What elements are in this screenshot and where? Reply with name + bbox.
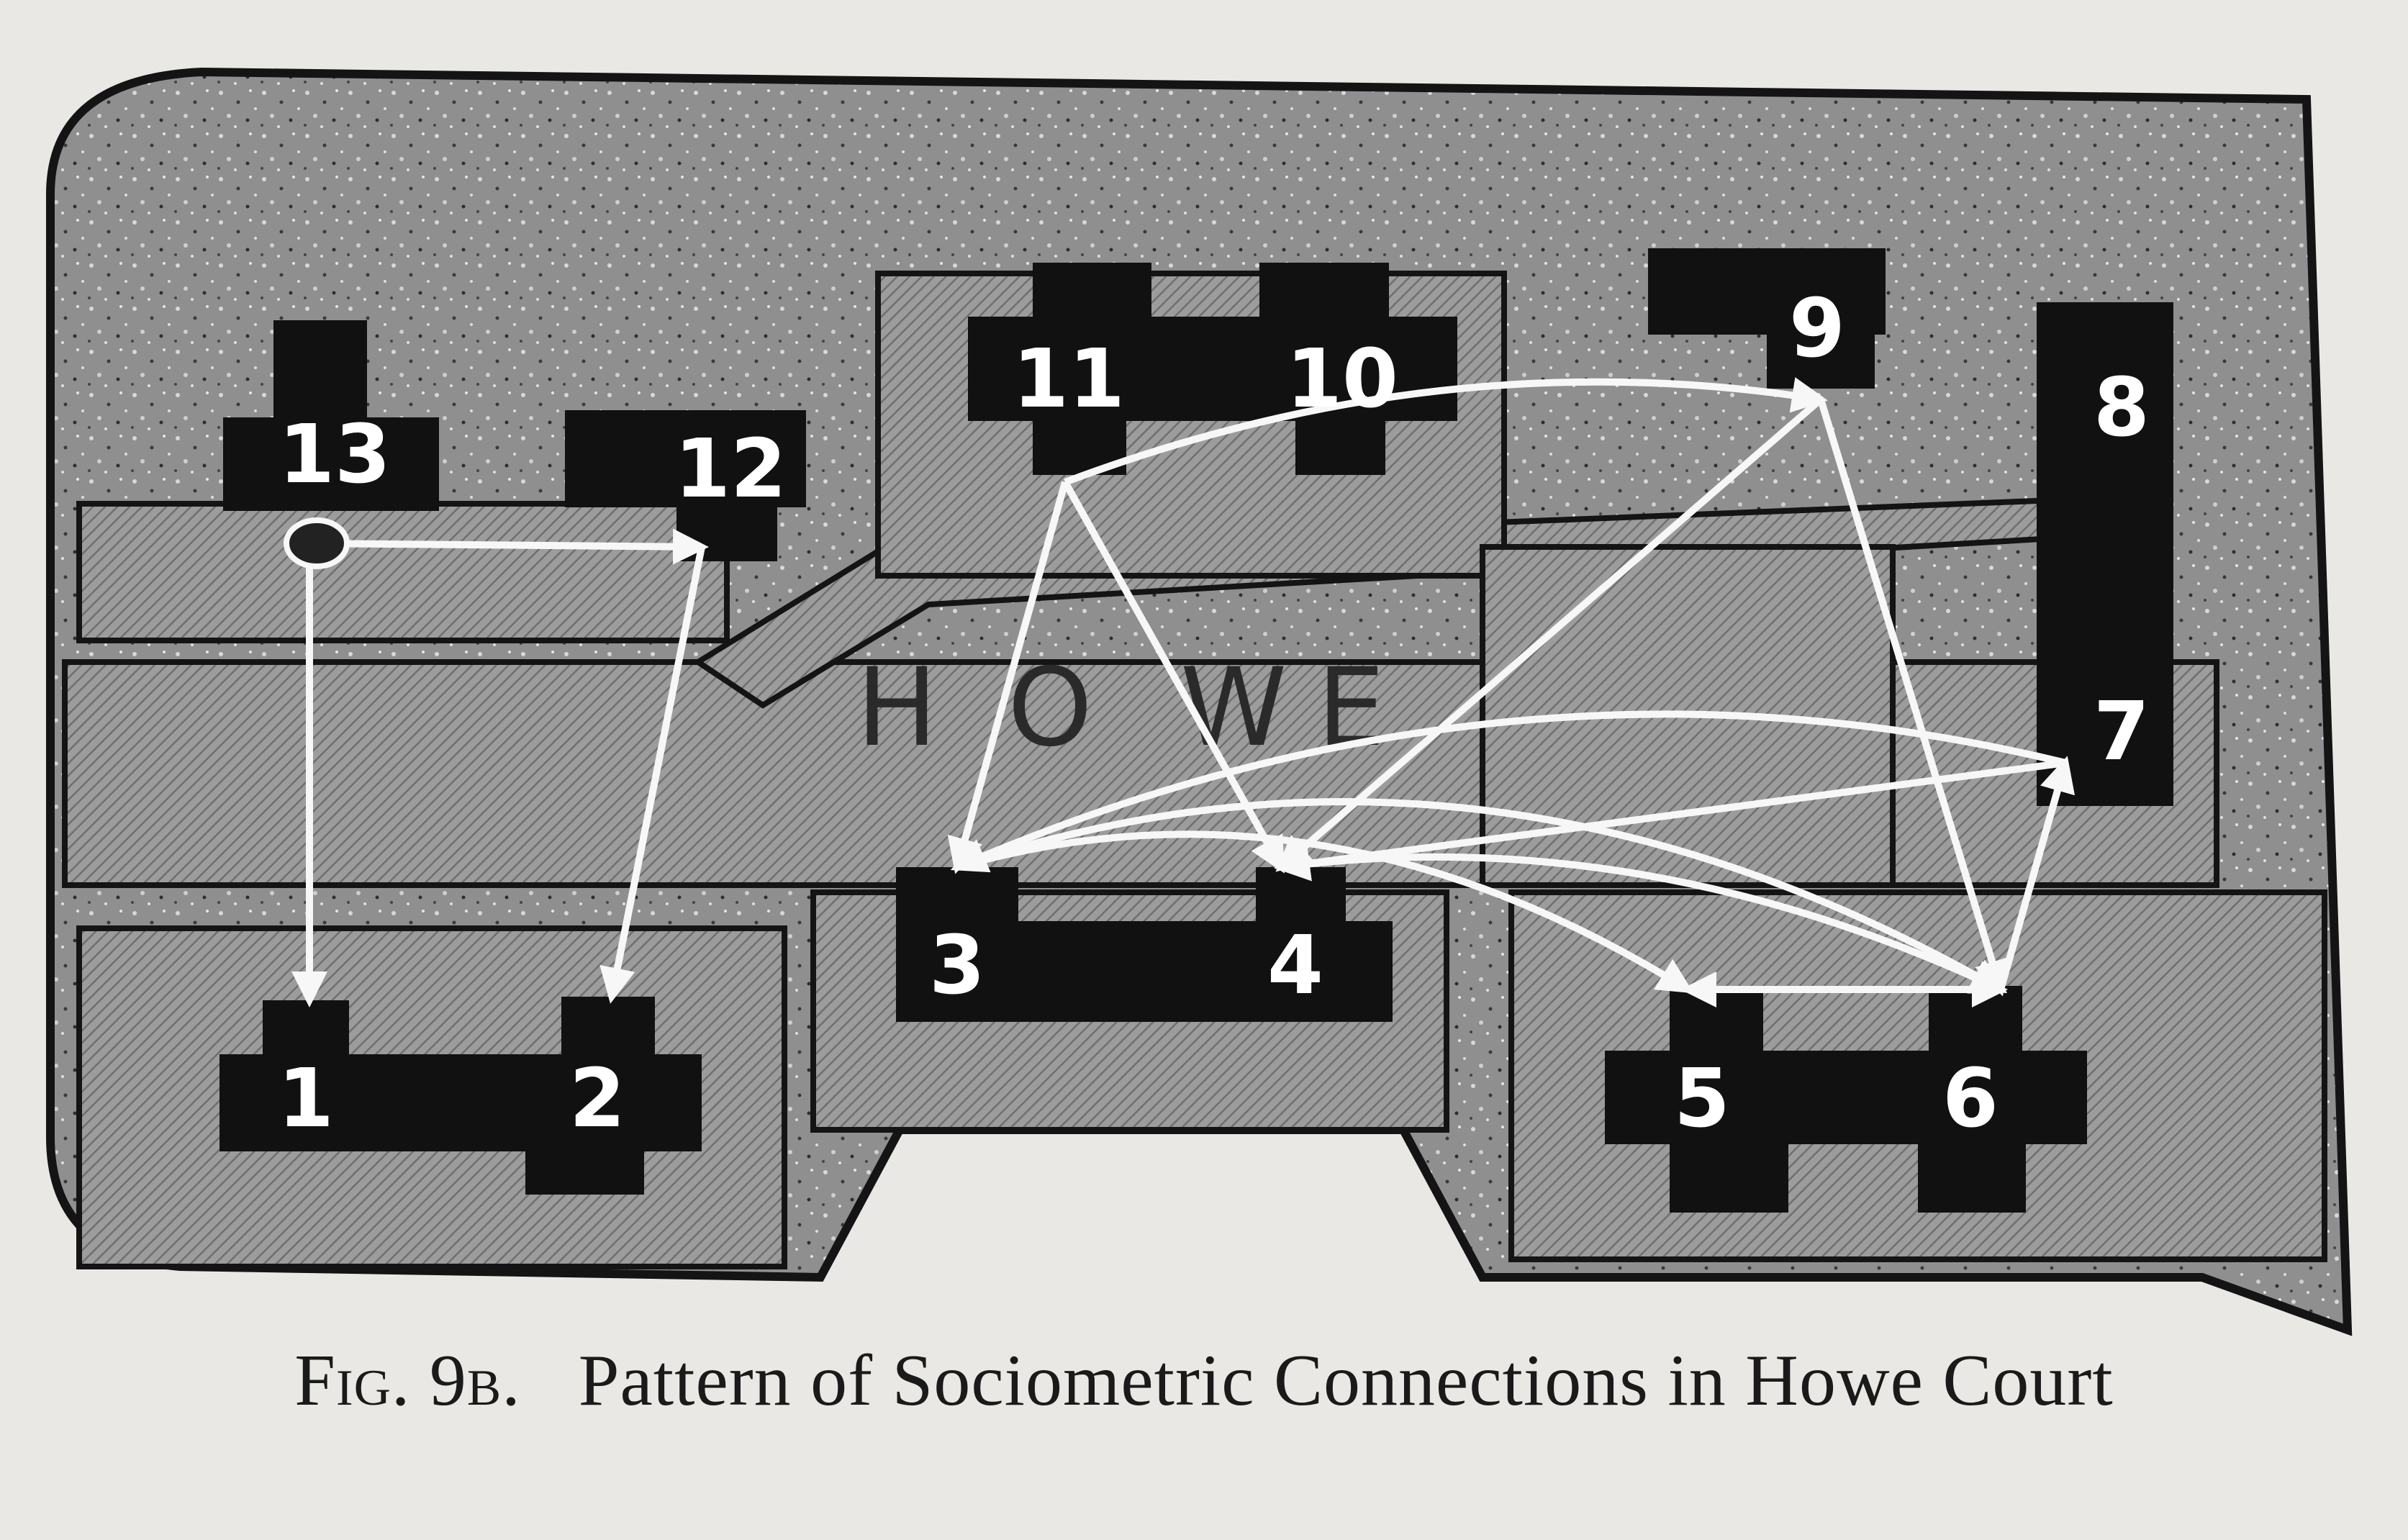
- house-11-10: [968, 263, 1457, 475]
- unit-label-2: 2: [569, 1052, 625, 1146]
- unit-label-9: 9: [1789, 282, 1845, 376]
- unit-labels: 13 12 11 10 9 8 7 3 4 5 6 1 2: [278, 282, 2150, 1146]
- unit-label-6: 6: [1942, 1052, 1999, 1146]
- unit-label-4: 4: [1267, 919, 1323, 1013]
- unit-label-5: 5: [1674, 1052, 1730, 1146]
- street-letter-o: O: [1008, 646, 1092, 771]
- connection-11-to-3: [947, 481, 1069, 874]
- connection-12-to-2: [599, 546, 705, 1004]
- house-5-6: [1605, 986, 2087, 1213]
- house-3-4: [896, 867, 1393, 1022]
- street-letter-h: H: [856, 646, 938, 771]
- house-13: [223, 320, 439, 511]
- caption-prefix: Fig. 9b.: [294, 1340, 521, 1421]
- connection-7-to-4: [1274, 759, 2066, 882]
- unit-label-8: 8: [2094, 361, 2150, 455]
- connection-11-to-4: [1062, 480, 1285, 874]
- unit-label-3: 3: [929, 919, 985, 1013]
- unit-13-marker: [284, 517, 350, 569]
- caption-text: Pattern of Sociometric Connections in Ho…: [578, 1340, 2114, 1421]
- connection-3-to-6: [956, 798, 2007, 993]
- house-9: [1648, 248, 1886, 389]
- house-1-2: [219, 997, 702, 1195]
- connections: [284, 377, 2076, 1007]
- unit-label-12: 12: [674, 422, 787, 516]
- unit-label-7: 7: [2094, 685, 2150, 779]
- connection-4-to-6: [1280, 853, 2008, 994]
- unit-label-13: 13: [279, 408, 391, 502]
- houses: [219, 248, 2173, 1213]
- street-letter-w: W: [1180, 646, 1287, 771]
- unit-label-1: 1: [278, 1052, 334, 1146]
- connection-6-to-7: [1997, 756, 2076, 991]
- connection-9-to-6: [1817, 398, 2010, 997]
- connection-13-to-12: [302, 525, 709, 565]
- figure-caption: Fig. 9b. Pattern of Sociometric Connectio…: [0, 1339, 2408, 1423]
- unit-label-10: 10: [1286, 332, 1398, 426]
- connection-3-to-5: [956, 830, 1694, 994]
- connection-11-to-9: [1064, 377, 1828, 486]
- unit-label-11: 11: [1013, 332, 1125, 426]
- house-8-7: [2037, 302, 2173, 806]
- connection-7-to-3: [950, 710, 2067, 873]
